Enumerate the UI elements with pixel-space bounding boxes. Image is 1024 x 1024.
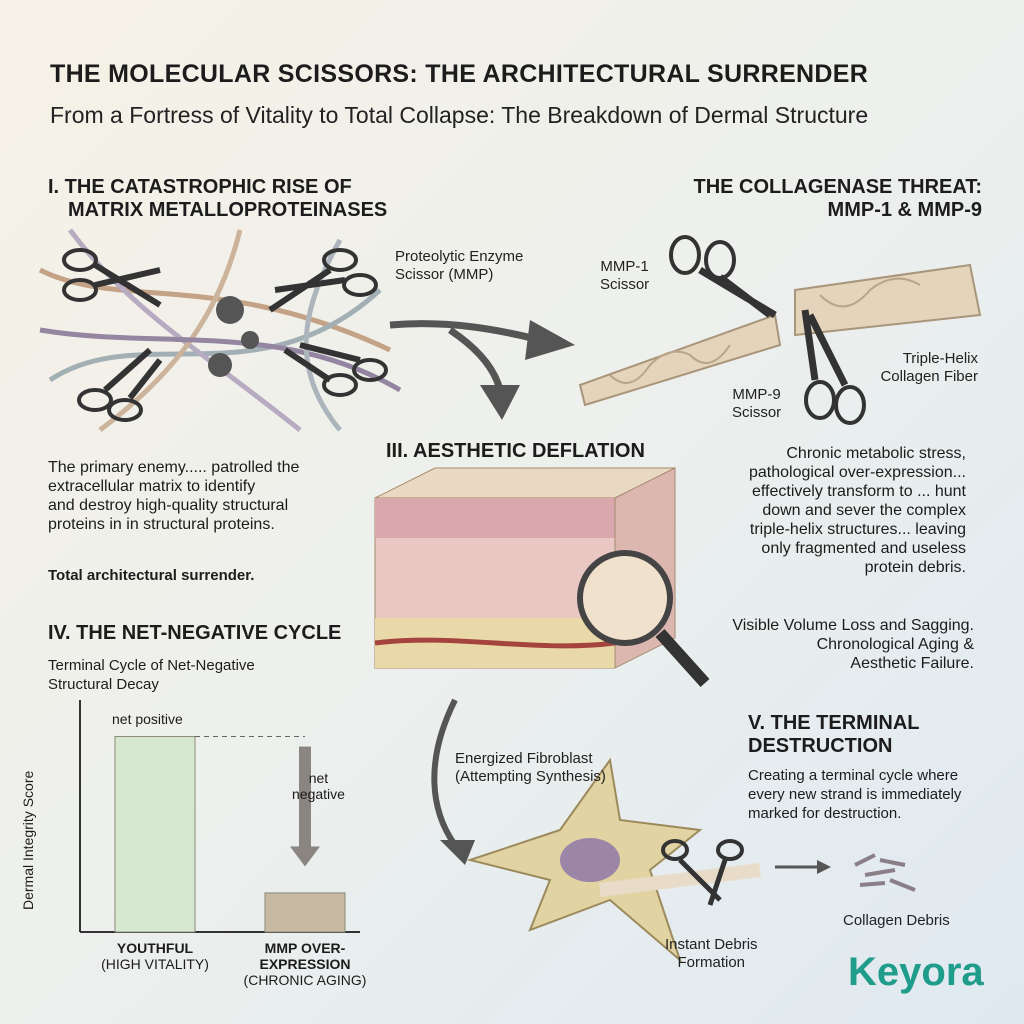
body-line: effectively transform to ... hunt: [751, 483, 966, 500]
callout-line: Scissor (MMP): [395, 266, 494, 283]
body-line: extracellular matrix to identify: [48, 478, 256, 495]
bar-1: [264, 892, 346, 933]
label-line: Energized Fibroblast: [455, 750, 593, 767]
category-label: MMP OVER-EXPRESSION: [259, 940, 351, 972]
body-line: and destroy high-quality structural: [48, 497, 289, 514]
body-line: Creating a terminal cycle where: [748, 767, 959, 784]
section-1-title: I. THE CATASTROPHIC RISE OF MATRIX METAL…: [48, 176, 387, 222]
page-subtitle: From a Fortress of Vitality to Total Col…: [50, 102, 869, 128]
fibroblast-illustration: [466, 757, 761, 964]
keyora-logo: Keyora: [848, 950, 984, 994]
integrity-bar-chart: [79, 700, 360, 933]
label-line: MMP-1: [600, 258, 649, 275]
label-line: Instant Debris: [665, 936, 758, 953]
mmp-callout-label: Proteolytic Enzyme Scissor (MMP): [395, 248, 523, 284]
label-line: Scissor: [600, 276, 650, 293]
body-line: every new strand is immediately: [748, 786, 962, 803]
category-sublabel: (CHRONIC AGING): [243, 972, 367, 988]
nucleus: [560, 838, 620, 882]
section-2-body: Chronic metabolic stress, pathological ov…: [749, 444, 966, 577]
body-line: Chronic metabolic stress,: [786, 445, 966, 462]
collagen-fiber-illustration: [578, 235, 982, 425]
arrow-right-icon: [525, 320, 575, 360]
scissors-icon: [62, 248, 388, 422]
category-youthful: YOUTHFUL(HIGH VITALITY): [95, 940, 215, 972]
arrow-down-icon: [431, 698, 475, 865]
subtitle-line: Structural Decay: [48, 676, 159, 693]
body-line: Chronological Aging &: [816, 636, 974, 653]
net-positive-label: net positive: [112, 711, 183, 727]
body-line: Aesthetic Failure.: [850, 655, 974, 672]
section-5-title-line: DESTRUCTION: [748, 735, 893, 757]
scissors-icon: [669, 235, 866, 425]
page-title: THE MOLECULAR SCISSORS: THE ARCHITECTURA…: [50, 60, 869, 88]
drop-arrow-shaft: [299, 746, 311, 847]
section-2-result: Visible Volume Loss and Sagging. Chronolo…: [732, 616, 974, 673]
section-4-title: IV. THE NET-NEGATIVE CYCLE: [48, 622, 342, 644]
body-line: pathological over-expression...: [748, 464, 966, 481]
section-1-title-line: MATRIX METALLOPROTEINASES: [68, 199, 388, 221]
label-line: Scissor: [732, 404, 782, 421]
collagen-debris-label: Collagen Debris: [843, 912, 950, 929]
category-label: YOUTHFUL: [116, 940, 194, 956]
section-5-body: Creating a terminal cycle where every new…: [748, 766, 961, 823]
flow-arrows: [389, 320, 575, 420]
label-line: Formation: [677, 954, 746, 971]
section-2-title: THE COLLAGENASE THREAT: MMP-1 & MMP-9: [693, 176, 982, 222]
body-line: marked for destruction.: [748, 805, 902, 822]
annotation-line: net: [308, 770, 329, 786]
label-line: Collagen Fiber: [880, 368, 978, 385]
category-sublabel: (HIGH VITALITY): [101, 956, 209, 972]
annotation-line: negative: [292, 786, 345, 802]
body-line: down and sever the complex: [762, 502, 966, 519]
magnifier-icon: [577, 550, 710, 688]
category-mmp: MMP OVER-EXPRESSION(CHRONIC AGING): [235, 940, 375, 988]
section-1-emphasis: Total architectural surrender.: [48, 567, 255, 584]
section-3-title: III. AESTHETIC DEFLATION: [386, 440, 645, 462]
body-line: The primary enemy..... patrolled the: [48, 459, 300, 476]
scissors-icon: [661, 839, 744, 906]
body-line: only fragmented and useless: [761, 540, 966, 557]
callout-line: Proteolytic Enzyme: [395, 248, 524, 265]
section-2-title-line: MMP-1 & MMP-9: [827, 199, 982, 221]
debris-illustration: [775, 853, 916, 892]
section-1-body: The primary enemy..... patrolled the ext…: [48, 458, 299, 534]
skin-cross-section-illustration: [374, 467, 710, 688]
arrow-down-icon: [290, 846, 320, 867]
section-1-title-line: I. THE CATASTROPHIC RISE OF: [48, 176, 352, 198]
body-line: Visible Volume Loss and Sagging.: [732, 617, 974, 634]
label-line: Triple-Helix: [902, 350, 978, 367]
arrow-right-icon: [817, 860, 831, 874]
body-line: proteins in in structural proteins.: [48, 516, 275, 533]
section-5-title-line: V. THE TERMINAL: [748, 712, 920, 734]
body-line: protein debris.: [864, 559, 966, 576]
label-line: (Attempting Synthesis): [455, 768, 606, 785]
body-line: triple-helix structures... leaving: [749, 521, 966, 538]
chart-y-label: Dermal Integrity Score: [20, 770, 36, 910]
label-line: MMP-9: [732, 386, 781, 403]
section-2-title-line: THE COLLAGENASE THREAT:: [693, 176, 982, 198]
fibroblast-label: Energized Fibroblast(Attempting Synthesi…: [455, 750, 606, 786]
mmp-matrix-illustration: [38, 228, 402, 432]
arrow-down-icon: [480, 385, 520, 420]
bar-0: [114, 736, 196, 933]
subtitle-line: Terminal Cycle of Net-Negative: [48, 657, 255, 674]
